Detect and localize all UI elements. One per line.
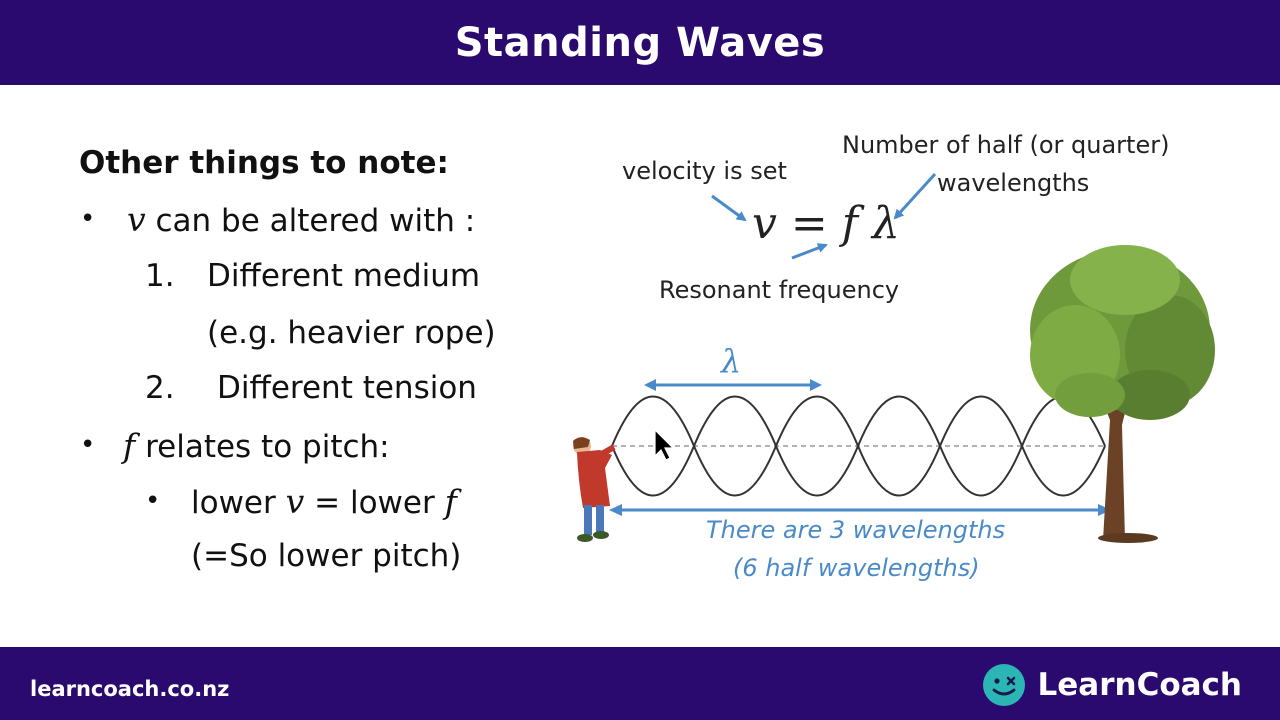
velocity-arrow [711,194,747,222]
total-arrowhead-right [1098,504,1111,516]
lower-text: lower [191,485,276,521]
lambda-label: λ [721,342,742,380]
person-illustration [573,437,616,542]
wave-upper-envelope [611,395,1106,449]
site-url: learncoach.co.nz [30,677,230,701]
bullet-frequency: f relates to pitch: [123,426,390,465]
brand: LearnCoach [982,663,1242,707]
item1-text: Different medium [207,258,481,294]
bullet-dot: • [80,430,96,460]
lambda-arrowhead-right [810,379,822,391]
item2-text: Different tension [217,370,477,406]
bullet-frequency-text: relates to pitch: [145,429,390,465]
lower-mid-text: = lower [314,485,435,521]
total-arrowhead-left [609,504,622,516]
wave-equation: v = f λ [752,198,900,249]
wavelength-count-line2: (6 half wavelengths) [733,554,980,582]
item2-number: 2. [145,370,175,406]
half-wavelength-label-line1: Number of half (or quarter) [842,131,1170,159]
frequency-arrow [791,243,828,260]
frequency-label: Resonant frequency [659,276,900,304]
wavelength-count-line1: There are 3 wavelengths [706,516,1006,544]
sub-bullet-dot: • [145,486,161,516]
item1-subtext: (e.g. heavier rope) [207,315,496,351]
bullet-velocity-text: can be altered with : [155,203,476,239]
lambda-arrowhead-left [644,379,656,391]
wave-lower-envelope [611,443,1106,497]
velocity-label: velocity is set [622,157,787,185]
brand-name: LearnCoach [1037,667,1242,703]
page-title: Standing Waves [454,19,826,66]
f-symbol: f [444,482,457,521]
lower-pitch-text: (=So lower pitch) [191,538,462,574]
v-symbol: v [127,200,146,239]
v-symbol: v [285,482,305,521]
half-wavelength-label-line2: wavelengths [937,169,1090,197]
mouse-cursor-icon [654,428,675,461]
bullet-velocity: v can be altered with : [127,200,475,239]
tree-illustration [1030,245,1215,543]
diagram-graphics [573,172,1215,543]
smiley-logo-icon [982,664,1025,706]
notes-heading: Other things to note: [79,145,449,181]
item1-number: 1. [145,258,175,294]
sub-bullet-lower: lower v = lower f [191,482,457,521]
notes-panel: Other things to note: • v can be altered… [0,0,560,647]
wavelength-arrow [893,172,937,220]
f-symbol: f [123,426,136,465]
footer-bar: learncoach.co.nz LearnCoach [0,647,1280,720]
header-bar: Standing Waves [0,0,1280,85]
bullet-dot: • [80,204,96,234]
